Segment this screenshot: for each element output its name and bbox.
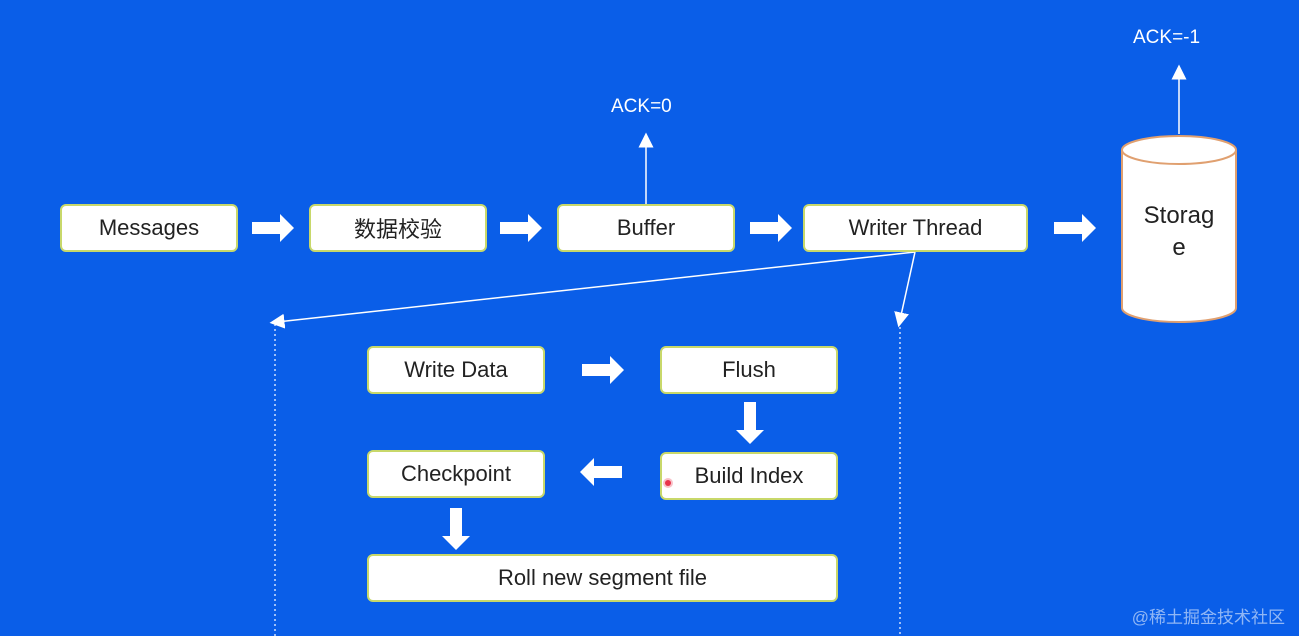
build-index-box: Build Index bbox=[660, 452, 838, 500]
arrow-left-icon bbox=[580, 458, 622, 486]
arrow-right-icon bbox=[750, 214, 792, 242]
arrow-down-icon bbox=[442, 508, 470, 550]
checkpoint-box: Checkpoint bbox=[367, 450, 545, 498]
build-index-label: Build Index bbox=[694, 463, 804, 488]
arrow-right-icon bbox=[582, 356, 624, 384]
storage-ack-label: ACK=-1 bbox=[1133, 27, 1201, 48]
validation-box: 数据校验 bbox=[309, 204, 487, 252]
arrow-right-icon bbox=[1054, 214, 1096, 242]
cursor-dot-icon bbox=[665, 480, 671, 486]
zoom-line-right bbox=[894, 251, 916, 328]
roll-segment-box: Roll new segment file bbox=[367, 554, 838, 602]
messages-box: Messages bbox=[60, 204, 238, 252]
writer-arrows bbox=[442, 356, 764, 550]
buffer-ack-label: ACK=0 bbox=[611, 96, 672, 117]
pipeline-arrows bbox=[252, 214, 1096, 242]
zoom-line-left bbox=[269, 251, 916, 329]
storage-label: Storag e bbox=[1143, 202, 1215, 261]
arrow-down-icon bbox=[736, 402, 764, 444]
flush-box: Flush bbox=[660, 346, 838, 394]
storage-cylinder bbox=[1121, 135, 1237, 323]
buffer-box: Buffer bbox=[557, 204, 735, 252]
arrow-right-icon bbox=[500, 214, 542, 242]
watermark: @稀土掘金技术社区 bbox=[1131, 608, 1285, 627]
writer-thread-box: Writer Thread bbox=[803, 204, 1028, 252]
arrow-right-icon bbox=[252, 214, 294, 242]
write-data-box: Write Data bbox=[367, 346, 545, 394]
